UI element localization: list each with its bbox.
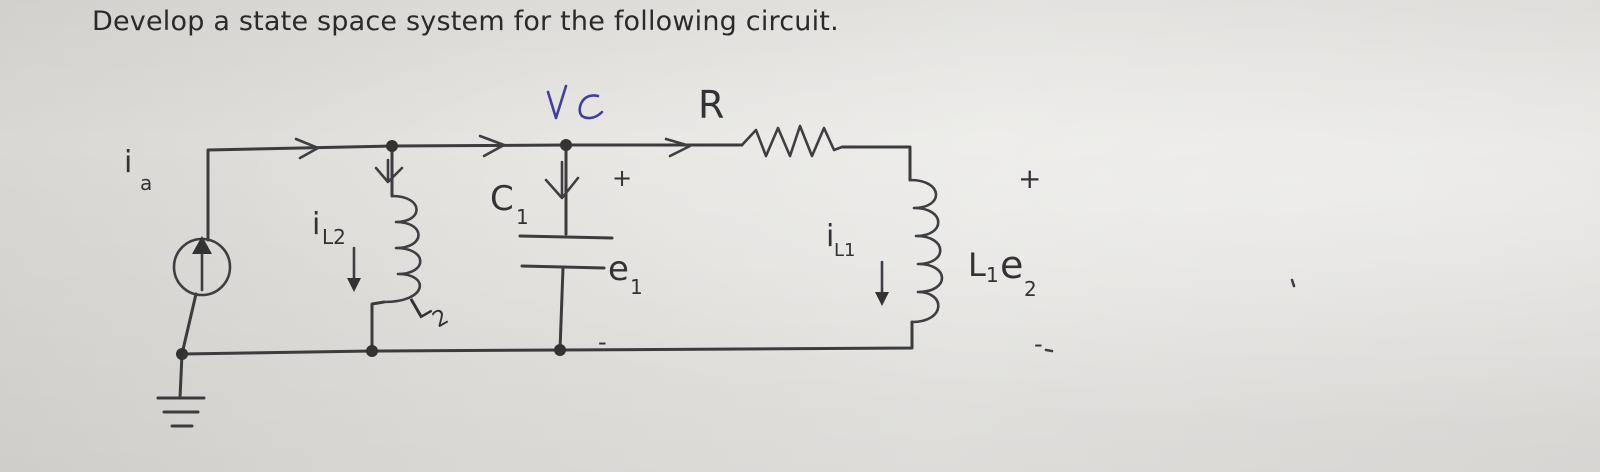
arrow-right-icon: [478, 134, 506, 158]
handwritten-c: [578, 94, 604, 120]
wire-direction-arrows: [294, 134, 692, 160]
source-current-label: i: [124, 145, 132, 180]
capacitor-bottom-plate: [520, 264, 606, 270]
question-text: Develop a state space system for the fol…: [92, 6, 839, 37]
resistor-symbol: [740, 124, 844, 158]
inductor-l2-coil: [382, 194, 422, 304]
arrow-down-icon: [374, 166, 404, 184]
ground-symbol: [156, 396, 206, 428]
inductor2-current-subscript: L2: [322, 225, 346, 249]
inductor1-subscript: 1: [986, 263, 999, 287]
circuit-wires: [178, 143, 914, 400]
handwritten-v: [546, 84, 568, 120]
cap-bottom-wire: [558, 266, 565, 352]
l2-bottom-wire: [370, 300, 386, 353]
node-voltage-e2-subscript: 2: [1024, 277, 1037, 301]
capacitor-label: C: [490, 179, 514, 219]
inductor1-label: L: [968, 246, 986, 284]
node-voltage-e2-label: e: [1000, 243, 1023, 287]
source-current-subscript: a: [140, 171, 152, 195]
node-voltage-e1-label: e: [608, 249, 629, 289]
junction-dot: [366, 345, 378, 357]
top-wire: [206, 143, 744, 242]
stray-mark: [1290, 278, 1296, 288]
inductor2-current-label: i: [312, 207, 320, 242]
top-wire-right: [840, 145, 912, 182]
circuit-labels: i a i L2 L 2 C 1 + e 1 - R i L1 L 1 e 2 …: [124, 83, 1043, 358]
arrow-down-icon: [544, 176, 580, 200]
inductor1-current-subscript: L1: [834, 240, 855, 261]
minus-sign-e1: -: [598, 328, 607, 356]
junction-dot: [176, 348, 188, 360]
source-bottom-wire: [180, 292, 198, 356]
arrow-down-icon: [347, 278, 361, 292]
capacitor-top-plate: [518, 234, 614, 240]
inductor2-label: L: [405, 288, 437, 327]
plus-sign-e2: +: [1018, 162, 1041, 195]
current-arrow-il2: [347, 246, 361, 292]
inductor1-current-label: i: [826, 219, 834, 254]
arrow-right-icon: [664, 137, 692, 158]
junction-dots: [176, 139, 572, 360]
branch-current-arrows: [374, 158, 580, 200]
resistor-label: R: [698, 83, 724, 127]
current-arrow-il1: [875, 260, 889, 306]
current-source-symbol: [172, 236, 232, 297]
junction-dot: [554, 344, 566, 356]
node-voltage-e1-subscript: 1: [630, 275, 643, 299]
minus-sign-e2: -: [1034, 330, 1043, 358]
inductor-l1-coil: [908, 178, 944, 324]
capacitor-voltage-annotation: [546, 84, 604, 120]
junction-dot: [386, 140, 398, 152]
arrow-right-icon: [294, 137, 320, 160]
plus-sign-e1: +: [612, 164, 632, 192]
capacitor-subscript: 1: [516, 205, 529, 229]
inductor2-subscript: 2: [429, 305, 454, 334]
arrow-down-icon: [875, 292, 889, 306]
capacitor-c1-symbol: [518, 234, 614, 270]
minus-mark: [1044, 348, 1054, 353]
current-source-arrow-head: [192, 236, 212, 254]
ground-wire: [178, 352, 184, 400]
junction-dot: [560, 139, 572, 151]
bottom-wire: [180, 320, 914, 356]
